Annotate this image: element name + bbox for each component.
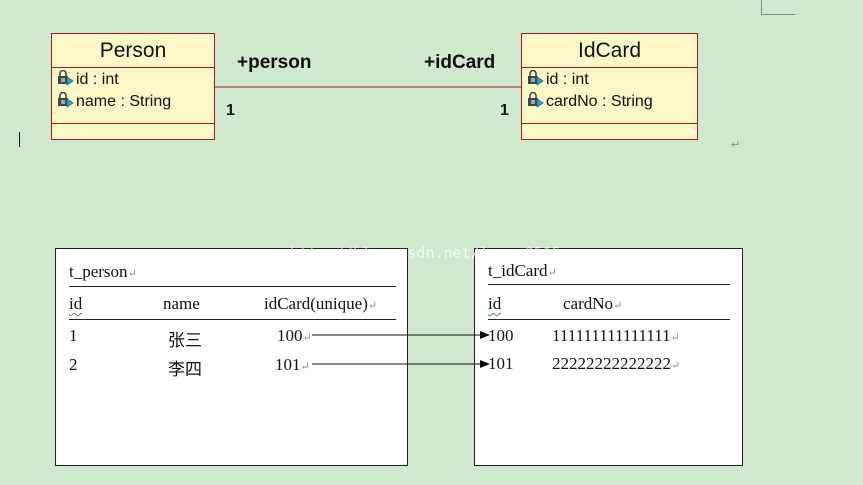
t-person-header-id: id <box>69 294 83 313</box>
t-person-title-rule <box>69 286 396 287</box>
page-corner-mark <box>761 0 795 15</box>
paragraph-mark: ↵ <box>731 139 741 151</box>
idcard-class-attributes: id : int cardNo : String <box>522 68 697 124</box>
person-class-attributes: id : int name : String <box>52 68 214 124</box>
t-person-row1-idcard: 100↵ <box>277 326 312 345</box>
t-person-row1-name: 张三 <box>168 331 202 350</box>
idcard-attr-id-text: id : int <box>546 71 589 88</box>
t-person-row2-id: 2 <box>69 355 78 374</box>
t-idcard-header-rule <box>488 319 730 320</box>
t-person-row2-idcard: 101↵ <box>275 355 310 374</box>
lock-field-icon <box>56 91 76 108</box>
idcard-class[interactable]: IdCard id : int cardNo : String <box>521 33 698 140</box>
t-idcard-row2-id: 101 <box>488 354 514 373</box>
t-person-header-name: name <box>163 294 200 313</box>
association-right-role: +idCard <box>424 52 496 73</box>
association-left-multiplicity: 1 <box>226 102 235 119</box>
person-attr-name[interactable]: name : String <box>52 91 214 113</box>
lock-field-icon <box>526 91 546 108</box>
t-person-table[interactable]: t_person↵ id name idCard(unique)↵ 1 张三 1… <box>55 248 408 466</box>
t-person-title: t_person↵ <box>69 262 137 281</box>
t-idcard-header-cardno: cardNo↵ <box>563 294 623 313</box>
t-idcard-header-id: id <box>488 294 502 313</box>
person-class[interactable]: Person id : int name : String <box>51 33 215 140</box>
idcard-attr-cardno[interactable]: cardNo : String <box>522 91 697 113</box>
t-person-header-idcard: idCard(unique)↵ <box>264 294 378 313</box>
association-left-role: +person <box>237 52 312 73</box>
person-attr-id[interactable]: id : int <box>52 69 214 91</box>
t-idcard-table[interactable]: t_idCard↵ id cardNo↵ 100 111111111111111… <box>474 248 743 466</box>
t-person-row2-name: 李四 <box>168 360 202 379</box>
t-idcard-title-rule <box>488 284 730 285</box>
t-idcard-row1-cardno: 111111111111111↵ <box>552 326 680 345</box>
person-class-name: Person <box>52 34 214 68</box>
lock-field-icon <box>526 69 546 86</box>
t-idcard-row1-id: 100 <box>488 326 514 345</box>
t-person-row1-id: 1 <box>69 326 78 345</box>
idcard-class-name: IdCard <box>522 34 697 68</box>
t-person-header-rule <box>69 319 396 320</box>
lock-field-icon <box>56 69 76 86</box>
idcard-attr-id[interactable]: id : int <box>522 69 697 91</box>
association-right-multiplicity: 1 <box>500 102 509 119</box>
person-attr-name-text: name : String <box>76 93 172 110</box>
t-idcard-title: t_idCard↵ <box>488 261 557 280</box>
text-cursor <box>19 132 20 147</box>
idcard-attr-cardno-text: cardNo : String <box>546 93 653 110</box>
person-attr-id-text: id : int <box>76 71 119 88</box>
t-idcard-row2-cardno: 22222222222222↵ <box>552 354 681 373</box>
csdn-watermark: http://blog.csdn.net/laner0515 <box>290 244 561 262</box>
